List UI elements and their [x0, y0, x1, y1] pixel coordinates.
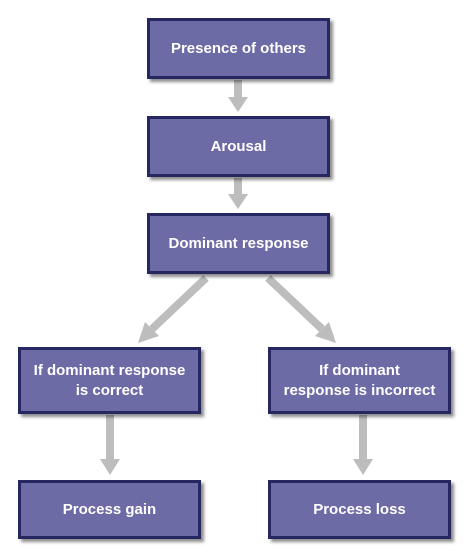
node-arousal-label: Arousal: [210, 137, 267, 155]
node-process-loss: Process loss: [268, 480, 451, 539]
arrow-presence-to-arousal: [228, 80, 248, 112]
node-incorrect-line2: response is incorrect: [283, 381, 436, 399]
node-dominant-label: Dominant response: [168, 234, 309, 252]
arrow-dominant-to-incorrect-head: [315, 322, 336, 343]
node-if-incorrect: If dominant response is incorrect: [268, 347, 451, 414]
node-correct-line1: If dominant response: [33, 361, 186, 379]
node-gain-label: Process gain: [62, 500, 157, 518]
arrow-dominant-to-correct-head: [138, 322, 159, 343]
node-loss-label: Process loss: [313, 500, 406, 518]
arrow-arousal-to-dominant: [228, 178, 248, 209]
node-correct-line2: is correct: [75, 381, 144, 399]
node-incorrect-line1: If dominant: [319, 361, 400, 379]
arrow-correct-to-gain: [100, 415, 120, 475]
node-if-correct: If dominant response is correct: [18, 347, 201, 414]
node-presence-of-others: Presence of others: [147, 18, 330, 79]
node-process-gain: Process gain: [18, 480, 201, 539]
arrow-dominant-to-incorrect-shaft: [265, 275, 325, 332]
arrow-dominant-to-correct-shaft: [149, 275, 209, 332]
node-dominant-response: Dominant response: [147, 213, 330, 274]
node-presence-label: Presence of others: [170, 39, 307, 57]
arrow-incorrect-to-loss: [353, 415, 373, 475]
node-arousal: Arousal: [147, 116, 330, 177]
